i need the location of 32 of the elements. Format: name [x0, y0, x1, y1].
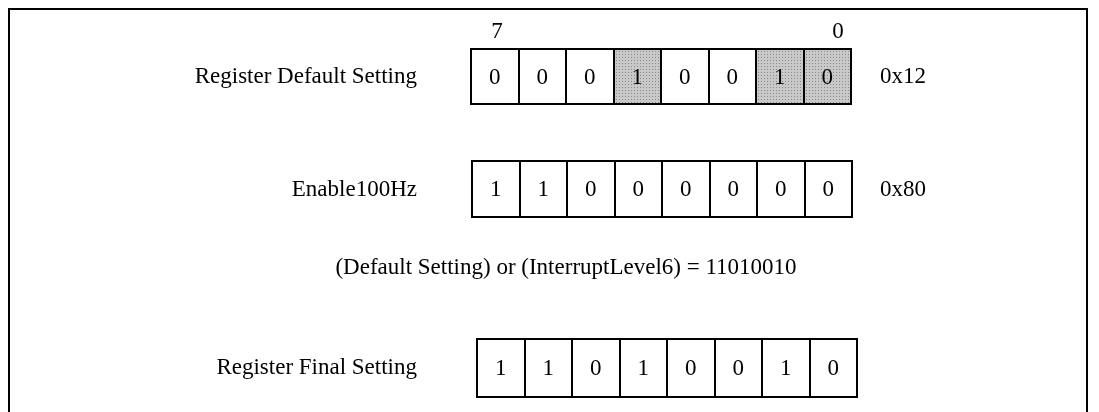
- bit-cell: 0: [808, 338, 858, 398]
- bit-cell: 1: [476, 338, 526, 398]
- bit-cell: 1: [618, 338, 668, 398]
- bit-cell: 0: [566, 160, 616, 218]
- formula-text: (Default Setting) or (InterruptLevel6) = 11010010: [335, 254, 797, 280]
- bit-cell: 0: [660, 48, 710, 105]
- bit-cell: 1: [761, 338, 811, 398]
- shaded-bit-cell: 1: [755, 48, 805, 105]
- hex-value: 0x80: [880, 176, 926, 202]
- bit-cell: 0: [708, 160, 758, 218]
- shaded-bit-cell: 0: [802, 48, 852, 105]
- register-label: Register Final Setting: [216, 354, 417, 380]
- bit-cell: 0: [803, 160, 853, 218]
- bit-number: 7: [491, 18, 503, 44]
- bit-cell: 0: [517, 48, 567, 105]
- register-label: Enable100Hz: [291, 176, 417, 202]
- register-label: Register Default Setting: [194, 63, 417, 89]
- bit-cell: 0: [565, 48, 615, 105]
- bit-cell: 0: [571, 338, 621, 398]
- bit-cell: 1: [523, 338, 573, 398]
- bit-cell: 0: [470, 48, 520, 105]
- bit-cell: 0: [756, 160, 806, 218]
- bit-number: 0: [832, 18, 844, 44]
- bit-cell: 0: [713, 338, 763, 398]
- hex-value: 0x12: [880, 63, 926, 89]
- bit-cell: 0: [666, 338, 716, 398]
- bit-cell: 1: [518, 160, 568, 218]
- bit-cell: 0: [613, 160, 663, 218]
- shaded-bit-cell: 1: [612, 48, 662, 105]
- bit-cell: 0: [707, 48, 757, 105]
- bit-cell: 1: [471, 160, 521, 218]
- bit-cell: 0: [661, 160, 711, 218]
